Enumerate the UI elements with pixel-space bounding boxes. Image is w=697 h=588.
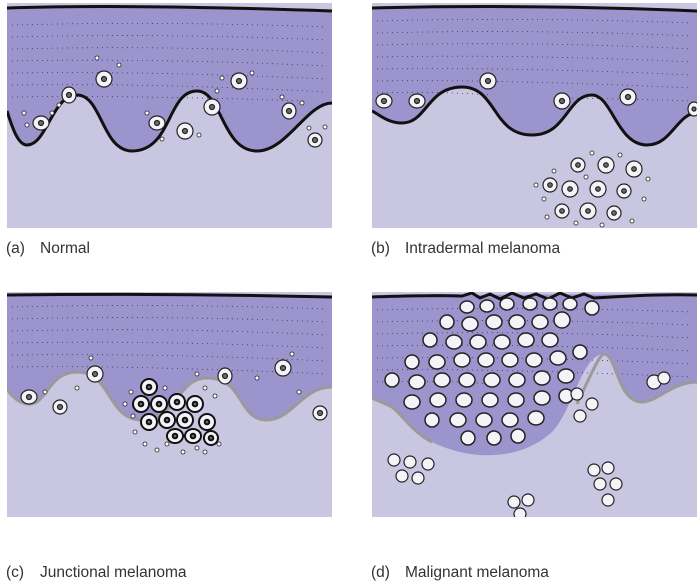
panel-letter: (c) bbox=[6, 564, 25, 581]
skin-surface bbox=[7, 5, 332, 13]
junctional-nest bbox=[132, 378, 219, 446]
metastatic-clusters bbox=[387, 371, 671, 517]
panel-malignant-melanoma bbox=[372, 292, 697, 517]
dermal-nest bbox=[533, 150, 651, 228]
small-granules bbox=[21, 55, 328, 142]
basement-membrane bbox=[372, 85, 697, 147]
melanocytes bbox=[32, 70, 323, 148]
normal-skin-illustration bbox=[7, 5, 332, 153]
skin-surface bbox=[7, 292, 332, 299]
caption-text: Junctional melanoma bbox=[40, 564, 187, 581]
melanocytes bbox=[375, 72, 697, 117]
basement-membrane bbox=[372, 352, 697, 444]
basement-membrane bbox=[7, 89, 332, 153]
epidermis-layer bbox=[7, 294, 332, 420]
melanocytes bbox=[20, 359, 328, 421]
panel-normal bbox=[7, 3, 332, 228]
caption-text: Intradermal melanoma bbox=[405, 240, 561, 257]
skin-surface bbox=[372, 292, 697, 301]
caption-intradermal-melanoma: (b) Intradermal melanoma bbox=[371, 240, 560, 258]
tumour-cell-mass bbox=[384, 297, 600, 446]
panel-letter: (d) bbox=[371, 564, 390, 581]
skin-surface bbox=[372, 5, 697, 13]
stratum-texture bbox=[376, 19, 693, 102]
stratum-texture bbox=[376, 308, 693, 385]
caption-text: Normal bbox=[40, 240, 90, 257]
malignant-melanoma-illustration bbox=[372, 292, 697, 517]
caption-normal: (a) Normal bbox=[6, 240, 90, 258]
epidermis-layer bbox=[7, 6, 332, 151]
panel-intradermal-melanoma bbox=[372, 3, 697, 228]
stratum-texture bbox=[11, 23, 328, 102]
intradermal-melanoma-illustration bbox=[372, 5, 697, 228]
small-granules bbox=[42, 351, 302, 455]
caption-malignant-melanoma: (d) Malignant melanoma bbox=[371, 564, 549, 582]
panel-letter: (a) bbox=[6, 240, 25, 257]
caption-text: Malignant melanoma bbox=[405, 564, 549, 581]
panel-letter: (b) bbox=[371, 240, 390, 257]
stratum-texture bbox=[11, 305, 328, 375]
panel-junctional-melanoma bbox=[7, 292, 332, 517]
caption-junctional-melanoma: (c) Junctional melanoma bbox=[6, 564, 186, 582]
epidermis-layer bbox=[372, 6, 697, 145]
junctional-melanoma-illustration bbox=[7, 292, 332, 455]
